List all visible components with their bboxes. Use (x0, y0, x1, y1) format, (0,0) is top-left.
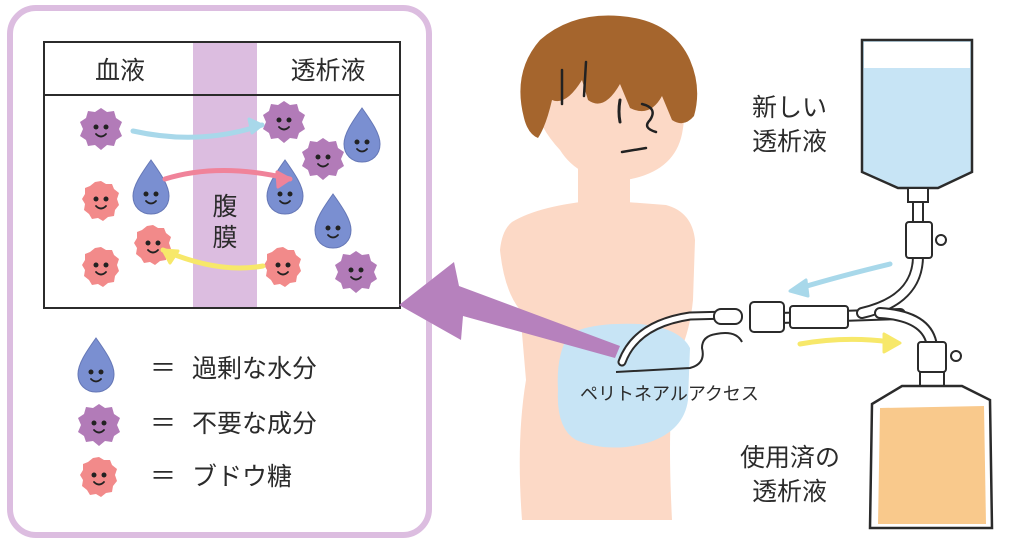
legend-water-label: 過剰な水分 (192, 354, 317, 383)
lower-clamp (917, 341, 947, 373)
peritoneal-access-label: ペリトネアルアクセス (580, 384, 759, 405)
legend-equals: ＝ (150, 462, 176, 492)
dialysate-header: 透析液 (290, 56, 365, 85)
waste-transfer-arrow (130, 117, 265, 140)
legend: ＝ 過剰な水分 ＝ 不要な成分 ＝ ブドウ糖 (77, 337, 317, 498)
patient-illustration (500, 15, 698, 520)
lower-clamp-knob (950, 350, 962, 362)
membrane-label-1: 腹 (212, 192, 237, 221)
access-callout-line (615, 332, 743, 373)
used-fluid-label-1: 使用済の (740, 443, 840, 472)
upper-clamp (905, 221, 933, 259)
glucose-transfer-arrow (160, 247, 266, 271)
new-fluid-label-1: 新しい (752, 93, 827, 122)
used-fluid-label-2: 透析液 (752, 477, 827, 506)
upper-clamp-knob (935, 234, 947, 246)
water-transfer-arrow (162, 168, 293, 189)
legend-equals: ＝ (150, 354, 176, 384)
blood-header: 血液 (95, 56, 145, 85)
magnify-arrow (399, 262, 620, 358)
new-fluid-bag (860, 38, 974, 203)
membrane-label-2: 膜 (212, 223, 237, 252)
legend-waste-label: 不要な成分 (192, 409, 317, 438)
inflow-arrow (788, 261, 893, 298)
used-fluid-bag (868, 371, 994, 530)
legend-equals: ＝ (150, 409, 176, 439)
tube-connector (789, 305, 849, 329)
tube-connector (749, 301, 785, 333)
exchange-box (43, 41, 401, 309)
legend-glucose-label: ブドウ糖 (192, 462, 292, 491)
catheter-tip (713, 308, 743, 325)
outflow-arrow (797, 332, 902, 354)
new-fluid-label-2: 透析液 (752, 127, 827, 156)
peritoneal-cavity (557, 323, 690, 448)
